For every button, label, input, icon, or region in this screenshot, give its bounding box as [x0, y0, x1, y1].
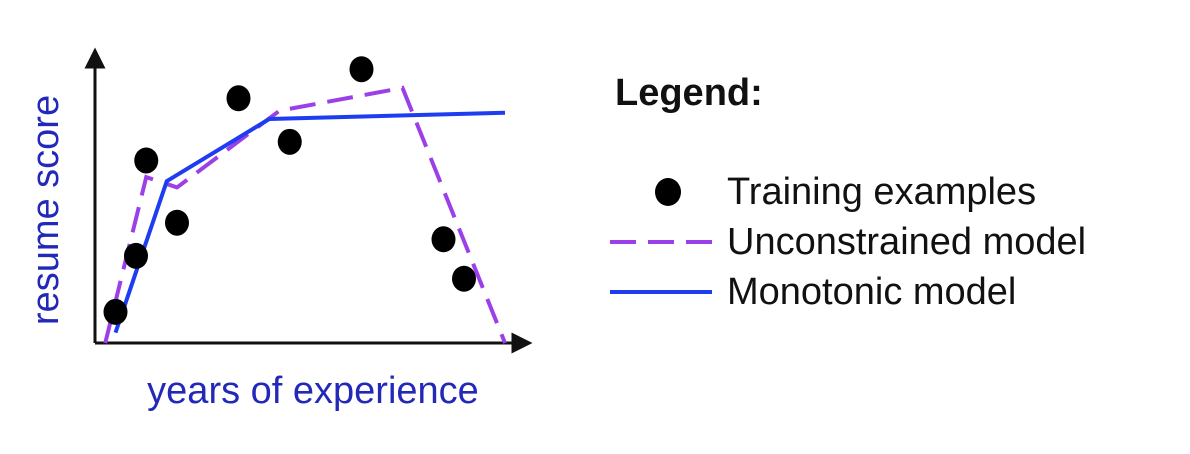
legend-label: Monotonic model: [727, 270, 1017, 313]
series-layer: [103, 56, 507, 344]
training-example-point: [124, 242, 148, 269]
training-example-point: [134, 147, 159, 174]
legend-item-unconstrained: Unconstrained model: [610, 220, 1086, 264]
training-example-point: [226, 85, 251, 112]
training-example-point: [452, 265, 476, 292]
legend-item-training: Training examples: [610, 170, 1036, 214]
dashed-line-marker-icon: [610, 220, 715, 264]
training-example-point: [431, 226, 456, 253]
legend-label: Training examples: [727, 170, 1037, 213]
legend-title: Legend:: [615, 72, 763, 114]
training-example-point: [103, 298, 128, 325]
x-axis-label: years of experience: [147, 370, 479, 412]
filled-circle-marker-icon: [610, 170, 715, 214]
training-example-point: [349, 56, 374, 83]
legend-label: Unconstrained model: [727, 220, 1087, 263]
training-example-point: [165, 209, 189, 236]
y-axis-label: resume score: [25, 95, 67, 325]
chart: resume score years of experience: [25, 47, 533, 412]
legend-item-monotonic: Monotonic model: [610, 270, 1016, 314]
axes: [84, 47, 533, 354]
unconstrained-model-line: [103, 85, 507, 344]
training-example-point: [277, 128, 302, 155]
solid-line-marker-icon: [610, 270, 715, 314]
